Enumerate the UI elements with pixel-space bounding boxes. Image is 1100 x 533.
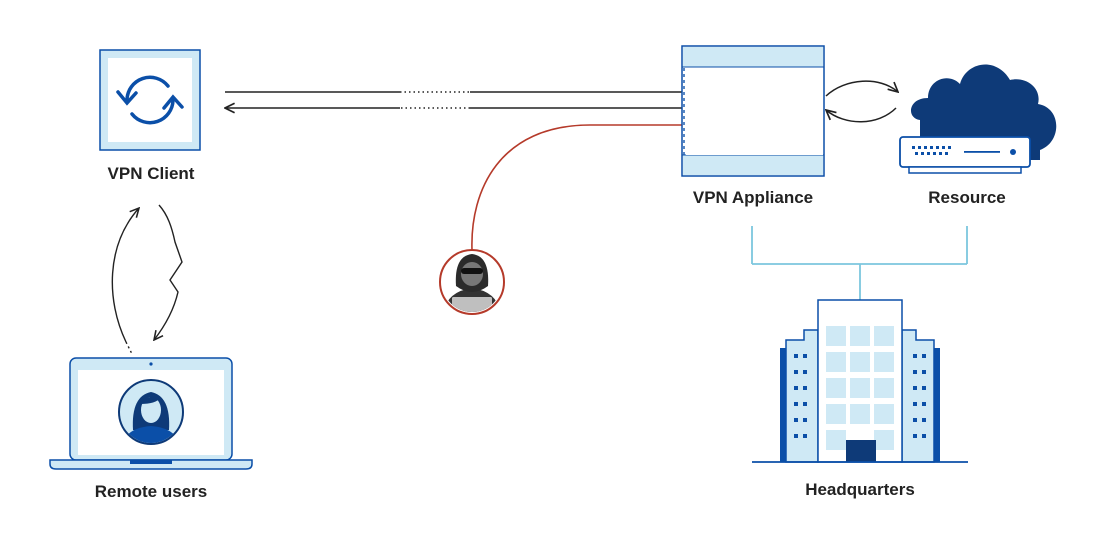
sync-icon: [116, 75, 184, 125]
laptop-user-icon: [49, 357, 253, 470]
remote-users-label: Remote users: [94, 482, 208, 501]
headquarters-connector: [751, 226, 968, 300]
vpn-appliance-node: [681, 45, 825, 177]
appliance-resource-link: [826, 80, 898, 123]
vpn-appliance-label: VPN Appliance: [692, 188, 814, 207]
headquarters-label: Headquarters: [805, 480, 915, 499]
office-building-icon: [752, 299, 968, 463]
cloud-server-icon: [899, 64, 1057, 174]
client-device-link: [111, 204, 183, 355]
vpn-client-label: VPN Client: [107, 164, 195, 183]
vpn-client-node: [99, 49, 201, 151]
attacker-path: [471, 125, 790, 251]
hacker-icon: [439, 249, 505, 315]
resource-label: Resource: [928, 188, 1006, 207]
